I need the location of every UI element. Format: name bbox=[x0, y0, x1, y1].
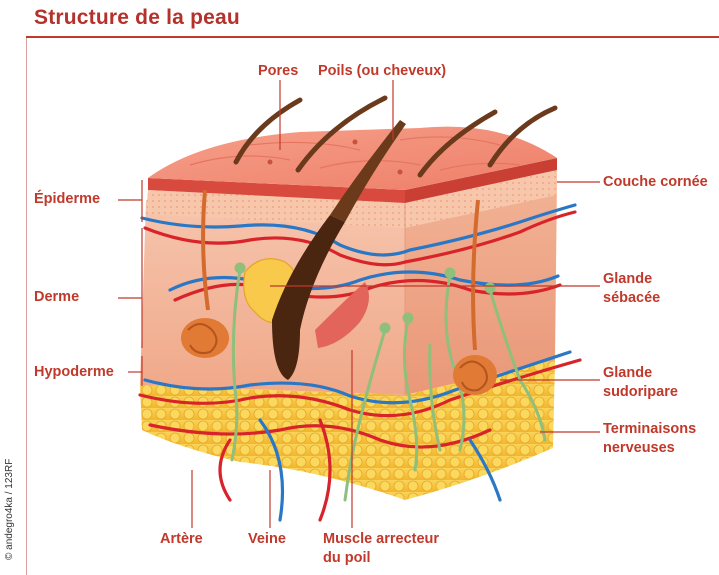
label-hypoderme: Hypoderme bbox=[34, 363, 114, 381]
pore-icon bbox=[398, 170, 403, 175]
label-muscle-1: Muscle arrecteur bbox=[323, 530, 439, 548]
label-terminaisons-2: nerveuses bbox=[603, 439, 675, 457]
label-poils: Poils (ou cheveux) bbox=[318, 62, 446, 80]
label-terminaisons-1: Terminaisons bbox=[603, 420, 696, 438]
label-glande-sudoripare-1: Glande bbox=[603, 364, 652, 382]
label-epiderme: Épiderme bbox=[34, 190, 100, 208]
label-glande-sebacee-1: Glande bbox=[603, 270, 652, 288]
label-glande-sebacee-2: sébacée bbox=[603, 289, 660, 307]
label-derme: Derme bbox=[34, 288, 79, 306]
image-credit: © andegro4ka / 123RF bbox=[4, 459, 15, 560]
pore-icon bbox=[353, 140, 358, 145]
label-artere: Artère bbox=[160, 530, 203, 548]
label-veine: Veine bbox=[248, 530, 286, 548]
label-muscle-2: du poil bbox=[323, 549, 371, 567]
pore-icon bbox=[268, 160, 273, 165]
label-pores: Pores bbox=[258, 62, 298, 80]
label-glande-sudoripare-2: sudoripare bbox=[603, 383, 678, 401]
label-couche-cornee: Couche cornée bbox=[603, 173, 708, 191]
